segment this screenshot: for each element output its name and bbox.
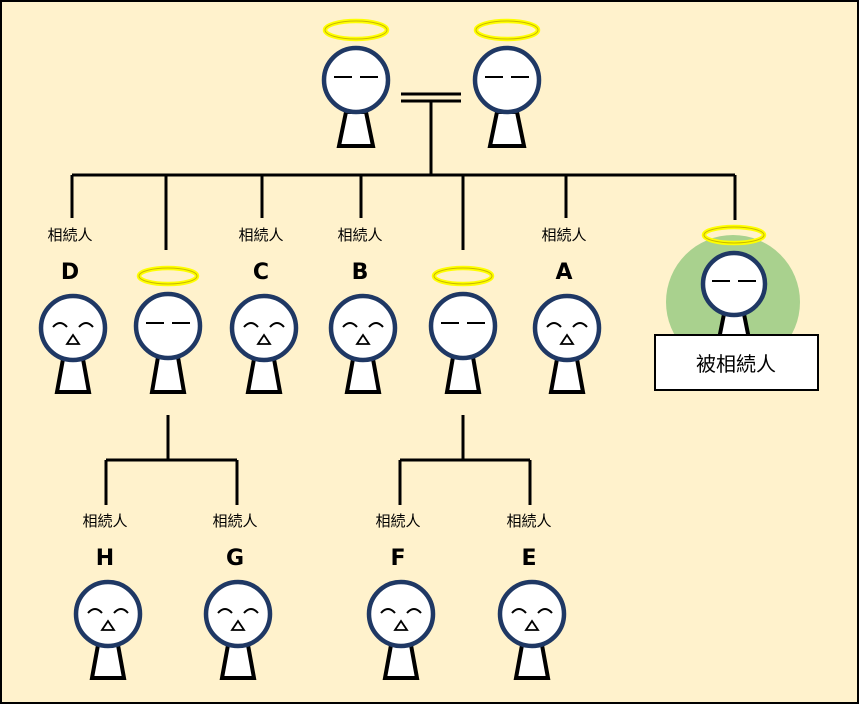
- smiling-eye-icon: [546, 322, 562, 328]
- heir-label: 相続人: [541, 226, 586, 244]
- heir-label: 相続人: [375, 512, 420, 530]
- heir-letter: H: [96, 546, 114, 571]
- deceased-child-1: [133, 265, 203, 394]
- head-icon: [229, 293, 299, 363]
- heir-letter: E: [521, 546, 536, 571]
- head-icon: [328, 293, 398, 363]
- body-icon: [89, 643, 127, 680]
- heir-g: 相続人 G: [203, 512, 273, 680]
- body-icon: [245, 357, 283, 394]
- heir-letter: D: [61, 260, 79, 285]
- body-icon: [54, 357, 92, 394]
- deceased-grandmother: [472, 18, 542, 148]
- smiling-eye-icon: [511, 608, 527, 614]
- head-icon: [428, 291, 498, 361]
- head-icon: [497, 579, 567, 649]
- smiling-eye-icon: [406, 608, 422, 614]
- body-icon: [336, 110, 376, 148]
- smiling-eye-icon: [269, 322, 285, 328]
- mouth-icon: [393, 619, 409, 631]
- body-icon: [487, 110, 527, 148]
- head-icon: [203, 579, 273, 649]
- head-icon: [133, 291, 203, 361]
- heir-letter: F: [390, 546, 405, 571]
- smiling-eye-icon: [572, 322, 588, 328]
- smiling-eye-icon: [217, 608, 233, 614]
- smiling-eye-icon: [243, 322, 259, 328]
- smiling-eye-icon: [113, 608, 129, 614]
- head-icon: [321, 45, 391, 115]
- mouth-icon: [559, 333, 575, 345]
- heir-f: 相続人 F: [366, 512, 436, 680]
- smiling-eye-icon: [52, 322, 68, 328]
- heir-label: 相続人: [506, 512, 551, 530]
- body-icon: [382, 643, 420, 680]
- head-icon: [700, 250, 768, 318]
- heir-label: 相続人: [47, 226, 92, 244]
- heir-label: 相続人: [337, 226, 382, 244]
- heir-letter: C: [253, 260, 269, 285]
- heir-e: 相続人 E: [497, 512, 567, 680]
- smiling-eye-icon: [87, 608, 103, 614]
- mouth-icon: [524, 619, 540, 631]
- heir-d: 相続人 D: [38, 226, 108, 394]
- tree-lines: [70, 92, 737, 505]
- heir-label: 相続人: [212, 512, 257, 530]
- deceased-grandfather: [321, 18, 391, 148]
- deceased-child-2: [428, 265, 498, 394]
- heir-h: 相続人 H: [73, 512, 143, 680]
- heir-b: 相続人 B: [328, 226, 398, 394]
- mouth-icon: [355, 333, 371, 345]
- smiling-eye-icon: [342, 322, 358, 328]
- smiling-eye-icon: [380, 608, 396, 614]
- head-icon: [532, 293, 602, 363]
- heir-c: 相続人 C: [229, 226, 299, 394]
- head-icon: [366, 579, 436, 649]
- mouth-icon: [100, 619, 116, 631]
- body-icon: [548, 357, 586, 394]
- smiling-eye-icon: [243, 608, 259, 614]
- heir-label: 相続人: [238, 226, 283, 244]
- body-icon: [149, 355, 187, 394]
- body-icon: [219, 643, 257, 680]
- smiling-eye-icon: [537, 608, 553, 614]
- head-icon: [472, 45, 542, 115]
- heir-letter: G: [226, 546, 244, 571]
- body-icon: [444, 355, 482, 394]
- body-icon: [513, 643, 551, 680]
- mouth-icon: [65, 333, 81, 345]
- head-icon: [38, 293, 108, 363]
- mouth-icon: [230, 619, 246, 631]
- heir-letter: A: [555, 260, 572, 285]
- decedent-label-box: [654, 334, 819, 391]
- heir-a: 相続人 A: [532, 226, 602, 394]
- heir-letter: B: [352, 260, 369, 285]
- heir-label: 相続人: [82, 512, 127, 530]
- body-icon: [344, 357, 382, 394]
- mouth-icon: [256, 333, 272, 345]
- smiling-eye-icon: [78, 322, 94, 328]
- head-icon: [73, 579, 143, 649]
- smiling-eye-icon: [368, 322, 384, 328]
- decedent-label: 被相続人: [696, 352, 776, 376]
